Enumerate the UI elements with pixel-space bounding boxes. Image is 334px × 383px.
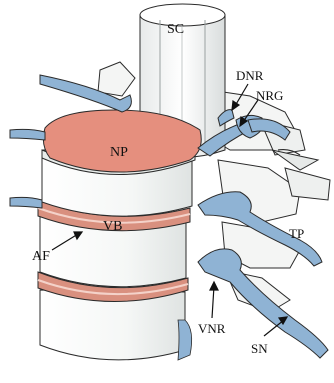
nucleus-pulposus [43, 110, 201, 172]
label-vnr: VNR [198, 321, 226, 336]
label-af: AF [32, 249, 50, 264]
label-sc: SC [167, 22, 184, 37]
label-tp: TP [289, 226, 304, 241]
label-np: NP [110, 145, 128, 160]
label-vb: VB [103, 219, 122, 234]
label-nrg: NRG [256, 88, 283, 103]
label-dnr: DNR [236, 68, 264, 83]
label-sn: SN [251, 341, 268, 356]
